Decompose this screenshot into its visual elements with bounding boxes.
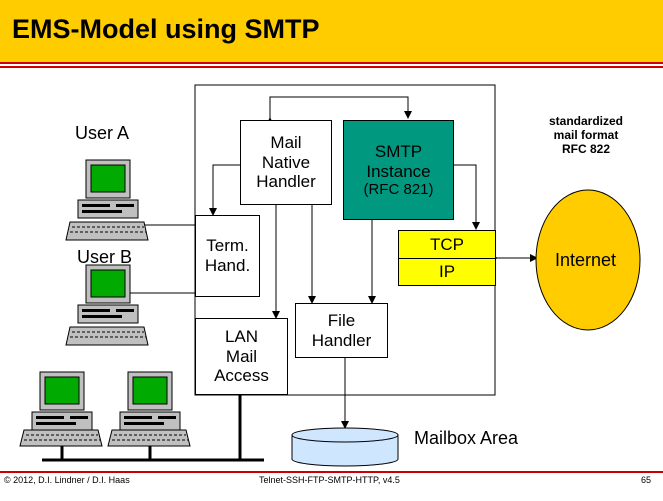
title-rule-top xyxy=(0,62,663,64)
user-a-label: User A xyxy=(75,123,130,143)
mail-native-handler-box: Mail Native Handler xyxy=(240,120,332,205)
smtp-rfc-label: (RFC 821) xyxy=(363,181,434,199)
footer-course: Telnet-SSH-FTP-SMTP-HTTP, v4.5 xyxy=(259,475,400,485)
title-bar: EMS-Model using SMTP xyxy=(0,0,663,62)
workstation-icon xyxy=(65,159,149,241)
workstation-icon xyxy=(107,371,191,447)
user-b-label: User B xyxy=(77,247,133,267)
workstation-icon xyxy=(65,264,149,346)
ip-layer-box: IP xyxy=(398,258,496,286)
mailbox-area-label: Mailbox Area xyxy=(414,428,519,448)
lan-mail-access-box: LAN Mail Access xyxy=(195,318,288,395)
arrow-native-term xyxy=(209,161,247,216)
mail-format-note: standardized mail format RFC 822 xyxy=(548,114,623,156)
footer-rule xyxy=(0,471,663,473)
title-rule-bottom xyxy=(0,66,663,68)
file-handler-box: File Handler xyxy=(295,303,388,358)
workstation-icon xyxy=(19,371,103,447)
footer-copyright: © 2012, D.I. Lindner / D.I. Haas xyxy=(4,475,130,485)
mailbox-cylinder xyxy=(291,427,399,467)
arrow-smtp-tcp xyxy=(447,161,480,230)
arrow-native-smtp-top xyxy=(266,96,412,125)
page-number: 65 xyxy=(641,475,652,485)
internet-cloud xyxy=(535,189,641,331)
smtp-instance-label: SMTP Instance xyxy=(366,141,431,181)
tcp-layer-box: TCP xyxy=(398,230,496,259)
internet-label: Internet xyxy=(555,250,617,270)
term-handler-box: Term. Hand. xyxy=(195,215,260,297)
smtp-instance-box: SMTP Instance (RFC 821) xyxy=(343,120,454,220)
slide-title: EMS-Model using SMTP xyxy=(12,14,320,44)
